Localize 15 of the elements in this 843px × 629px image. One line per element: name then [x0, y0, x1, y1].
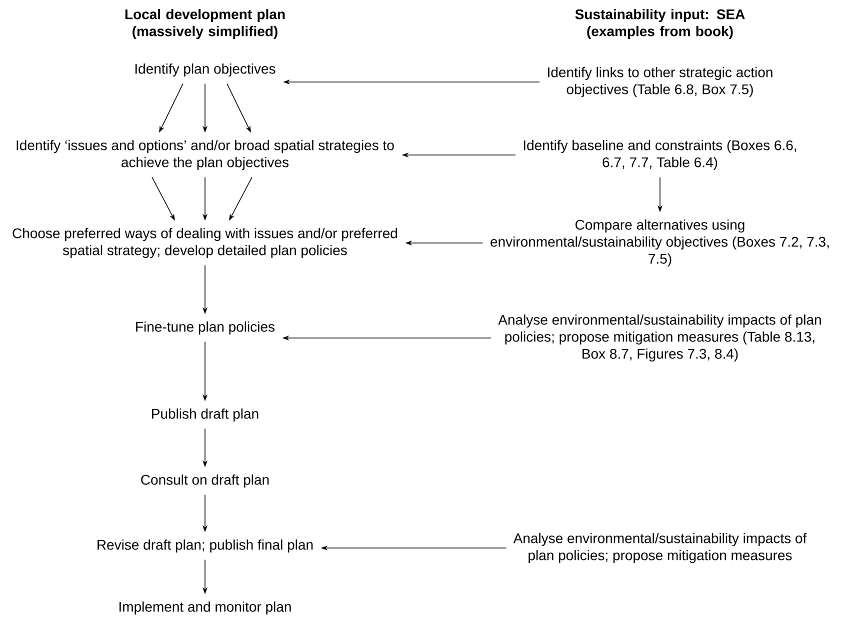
input-text: Compare alternatives using environmental/sustainability objectives (Boxes 7.2, 7.3, 7.5): [490, 219, 829, 267]
input-text: Identify baseline and constraints (Boxes 6.6, 6.7, 7.7, Table 6.4): [524, 140, 796, 170]
step-text: Identify ‘issues and options’ and/or broad spatial strategies to achieve the plan objectives: [16, 140, 394, 170]
input-text: Analyse environmental/sustainability impacts of plan policies; propose mitigation measures: [513, 532, 807, 564]
step-text: Fine-tune plan policies: [136, 321, 274, 335]
step-text: Choose preferred ways of dealing with issues and/or preferred spatial strategy; develop detailed plan policies: [12, 228, 398, 258]
step-text: Revise draft plan; publish final plan: [98, 539, 313, 553]
input-text: Identify links to other strategic action objectives (Table 6.8, Box 7.5): [548, 66, 772, 98]
input-text: Analyse environmental/sustainability impacts of plan policies; propose mitigation measures (Table 8.13, Box 8.7, Figures 7.3, 8.4): [498, 314, 821, 362]
step-text: Implement and monitor plan: [120, 601, 291, 615]
step-text: Publish draft plan: [152, 408, 258, 422]
column-heading: Local development plan (massively simplified): [125, 8, 285, 40]
step-text: Consult on draft plan: [141, 474, 269, 488]
step-text: Identify plan objectives: [135, 63, 276, 77]
column-heading: Sustainability input: SEA (examples from book): [575, 8, 745, 40]
